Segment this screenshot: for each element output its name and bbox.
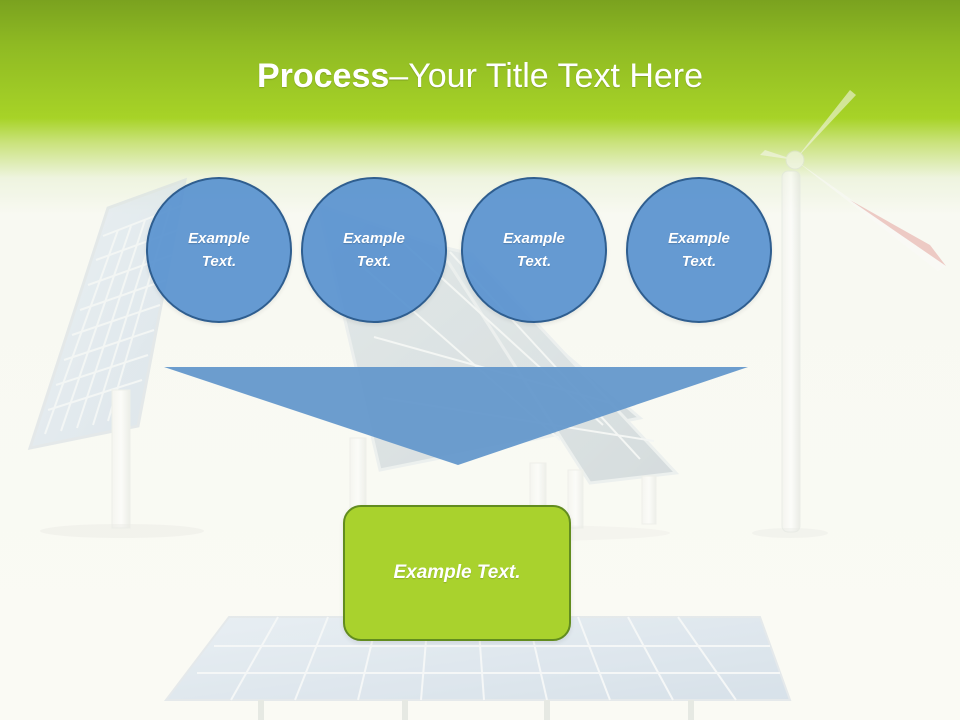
circle-3-line-1: Example xyxy=(503,230,565,247)
process-circle-3[interactable]: Example Text. xyxy=(461,177,607,323)
circle-3-line-2: Text. xyxy=(516,253,552,270)
circle-4-line-2: Text. xyxy=(681,253,717,270)
circle-2-line-2: Text. xyxy=(356,253,392,270)
process-circle-2[interactable]: Example Text. xyxy=(301,177,447,323)
title-placeholder: Your Title Text Here xyxy=(408,56,704,95)
circle-1-line-2: Text. xyxy=(201,253,237,270)
circle-4-line-1: Example xyxy=(668,230,730,247)
title-dash: – xyxy=(389,56,409,95)
wind-turbine xyxy=(752,90,946,538)
circle-1-line-1: Example xyxy=(188,230,250,247)
result-box[interactable]: Example Text. xyxy=(343,505,571,641)
process-arrow-triangle xyxy=(164,367,748,465)
result-box-label: Example Text. xyxy=(393,562,521,583)
title-process: Process xyxy=(256,56,390,95)
process-circle-1[interactable]: Example Text. xyxy=(146,177,292,323)
circle-2-line-1: Example xyxy=(343,230,405,247)
process-circle-4[interactable]: Example Text. xyxy=(626,177,772,323)
slide-title: Process – Your Title Text Here xyxy=(0,52,960,100)
